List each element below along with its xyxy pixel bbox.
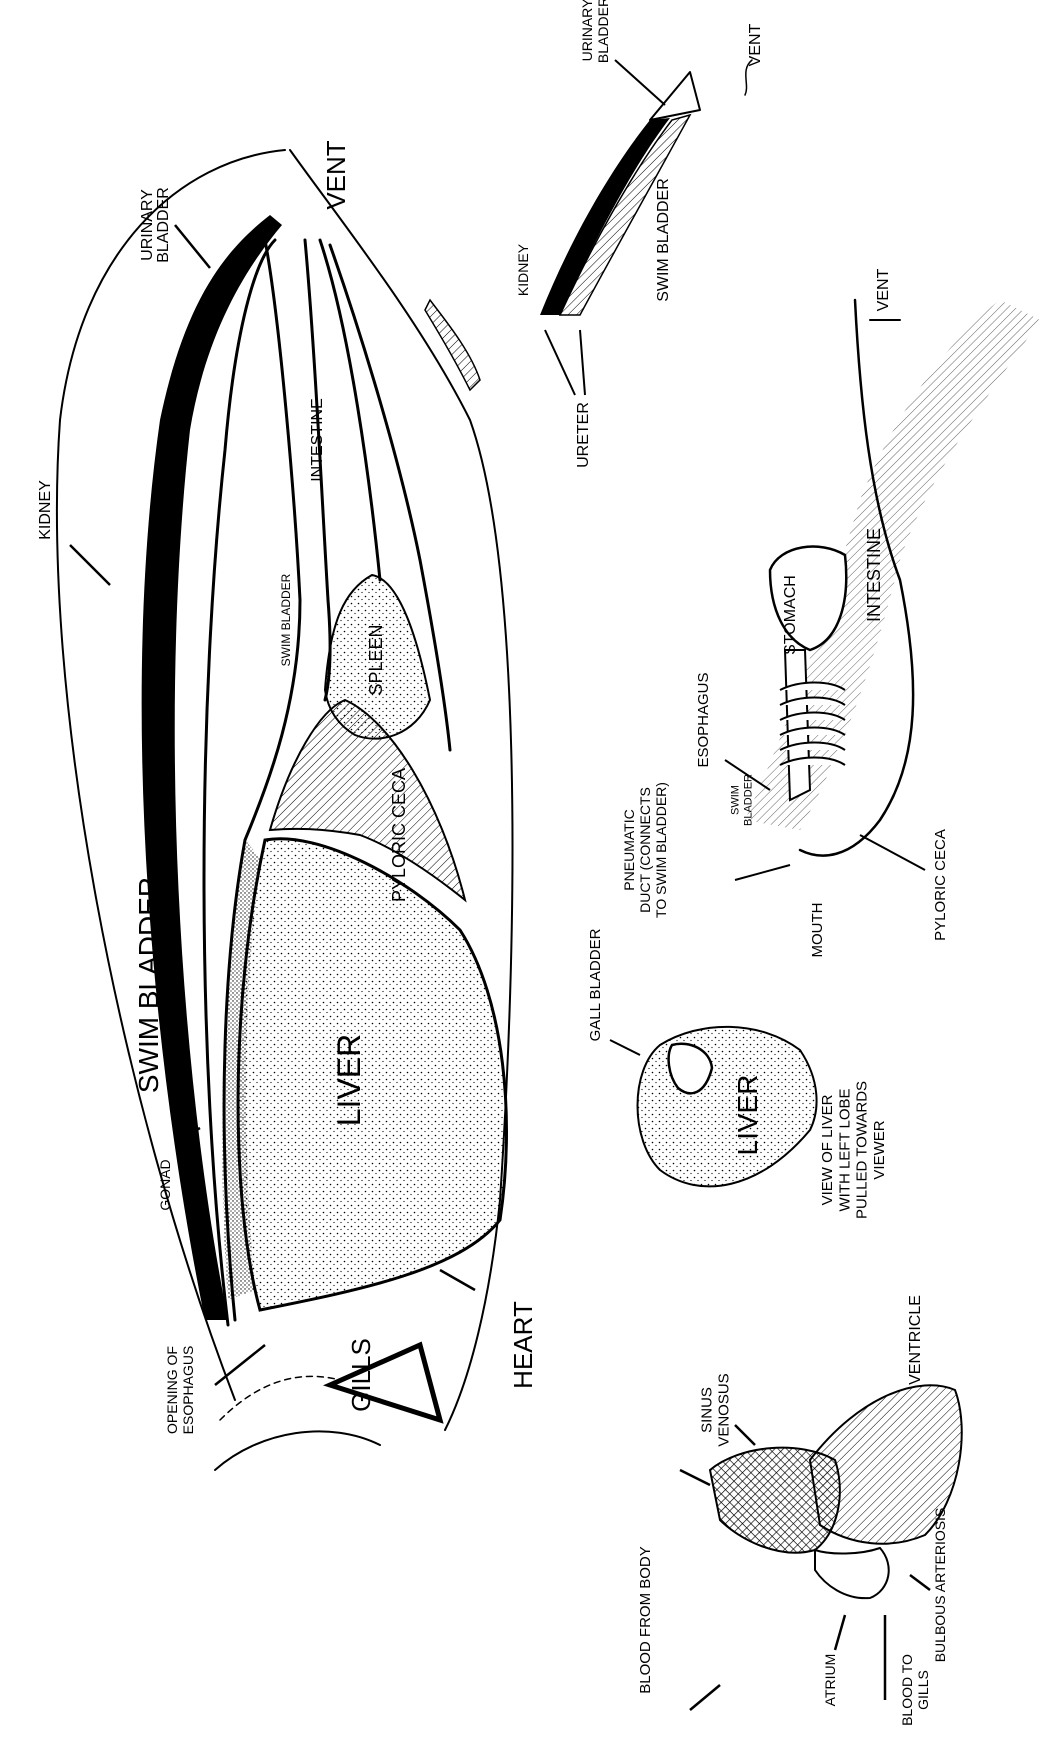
label-kidney: KIDNEY (37, 480, 54, 540)
digestive-esophagus-tube (785, 650, 810, 800)
digestive-arrow-pneumatic-duct (735, 865, 790, 880)
label-opening-of-esophagus: OPENING OFESOPHAGUS (164, 1346, 196, 1435)
label-liver: LIVER (331, 1034, 367, 1126)
heart-arrow-blood-from-body-2 (690, 1685, 720, 1710)
urinary-arrow-urinary-bladder (615, 60, 665, 105)
heart-arrow-sinus-venosus (735, 1425, 755, 1445)
liver-label-liver: LIVER (732, 1075, 763, 1156)
digestive-label-pneumatic-duct: PNEUMATICDUCT (CONNECTSTO SWIM BLADDER) (621, 782, 669, 918)
label-swim-bladder-small: SWIM BLADDER (279, 573, 293, 666)
digestive-label-esophagus: ESOPHAGUS (695, 672, 712, 767)
digestive-label-mouth: MOUTH (809, 903, 826, 958)
urinary-label-urinary-bladder: URINARYBLADDER (579, 0, 611, 63)
label-vent: VENT (321, 140, 351, 209)
label-spleen: SPLEEN (366, 624, 386, 695)
heart-arrow-blood-from-body-1 (680, 1470, 710, 1485)
heart-inset-drawing (710, 1385, 962, 1598)
heart-arrow-atrium (835, 1615, 845, 1650)
heart-arrow-bulbous-arteriosis (910, 1575, 930, 1590)
label-urinary-bladder: URINARYBLADDER (139, 187, 172, 263)
label-gonad: GONAD (157, 1159, 173, 1210)
digestive-label-stomach: STOMACH (782, 575, 799, 655)
heart-label-blood-from-body: BLOOD FROM BODY (637, 1546, 654, 1694)
urinary-inset-labels: URINARYBLADDER VENT KIDNEY SWIM BLADDER … (515, 0, 764, 468)
heart-label-ventricle: VENTRICLE (907, 1295, 924, 1385)
heart-label-sinus-venosus: SINUSVENOSUS (698, 1373, 732, 1446)
arrow-kidney (70, 545, 110, 585)
digestive-label-swim-bladder: SWIMBLADDER (730, 774, 755, 826)
label-heart: HEART (508, 1301, 538, 1389)
urinary-kidney-organ (540, 118, 670, 315)
liver-inset-drawing (638, 1027, 817, 1187)
arrow-heart (440, 1270, 475, 1290)
heart-label-blood-to-gills: BLOOD TOGILLS (899, 1654, 931, 1726)
heart-label-bulbous-arteriosis: BULBOUS ARTERIOSIS (932, 1508, 948, 1663)
intestine-wall-2 (320, 240, 380, 580)
gill-line (220, 1376, 340, 1420)
urinary-label-vent: VENT (747, 23, 764, 66)
urinary-inset-drawing (540, 60, 752, 315)
urinary-label-ureter: URETER (575, 402, 592, 468)
liver-label-gall-bladder: GALL BLADDER (587, 928, 604, 1041)
urinary-label-swim-bladder: SWIM BLADDER (655, 178, 672, 302)
liver-arrow-gall-bladder (610, 1040, 640, 1055)
heart-bulbous-arteriosis (815, 1548, 889, 1598)
urinary-arrow-ureter-1 (545, 330, 575, 395)
label-intestine: INTESTINE (309, 398, 326, 482)
digestive-label-vent: VENT (875, 268, 892, 311)
urinary-label-kidney: KIDNEY (515, 243, 531, 296)
heart-label-atrium: ATRIUM (822, 1654, 838, 1707)
liver-organ (238, 839, 506, 1310)
operculum-line (215, 1431, 380, 1470)
label-swim-bladder: SWIM BLADDER (133, 877, 164, 1093)
digestive-inset-labels: VENT INTESTINE STOMACH ESOPHAGUS PNEUMAT… (621, 268, 949, 957)
label-pyloric-ceca: PYLORIC CECA (389, 768, 409, 902)
urinary-arrow-ureter-2 (580, 330, 585, 395)
liver-label-caption: VIEW OF LIVERWITH LEFT LOBEPULLED TOWARD… (819, 1081, 888, 1219)
arrow-urinary-bladder (175, 225, 210, 268)
liver-inset-arrows (610, 1040, 640, 1055)
liver-inset-organ (638, 1027, 817, 1187)
label-gills: GILLS (346, 1338, 376, 1412)
anal-fin (425, 300, 480, 390)
urinary-bladder-organ (650, 72, 700, 120)
label-kidney-organ-1: KIDNEY (103, 647, 125, 723)
digestive-arrow-pyloric-ceca (860, 835, 925, 870)
digestive-label-intestine: INTESTINE (864, 528, 884, 622)
label-kidney-organ-2: KIDNEY (81, 1052, 103, 1128)
digestive-label-pyloric-ceca: PYLORIC CECA (932, 829, 949, 941)
